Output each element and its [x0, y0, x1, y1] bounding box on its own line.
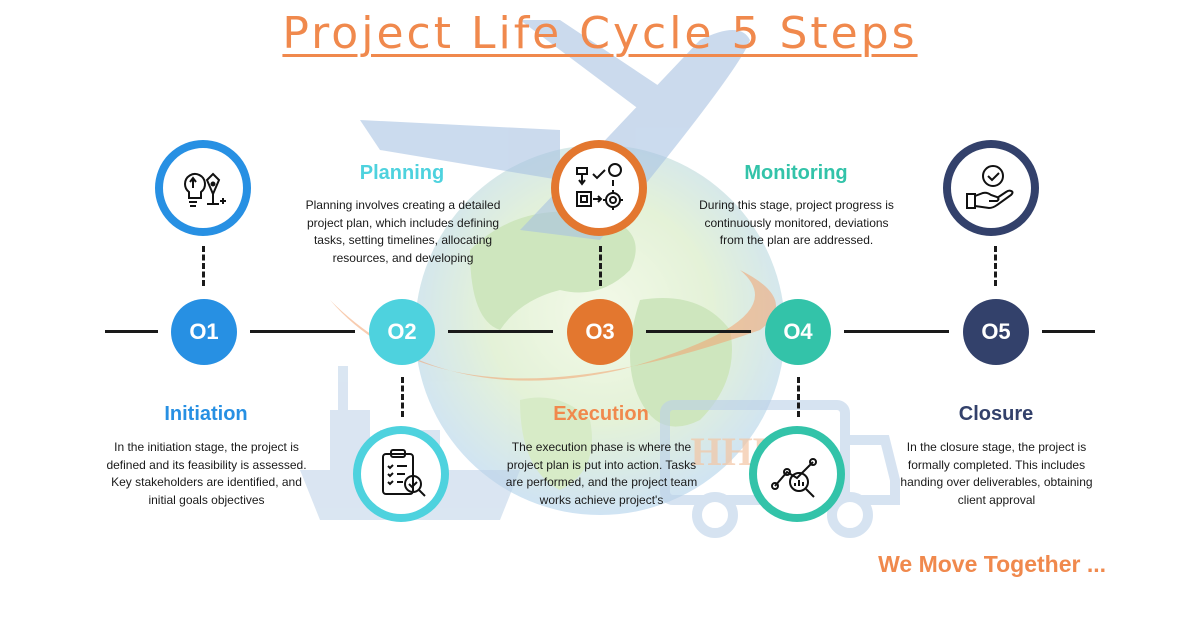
hand-check-icon	[966, 165, 1014, 210]
connector-2	[401, 377, 404, 417]
step-icon-ring-4	[749, 426, 845, 522]
step-number-4: O4	[765, 299, 831, 365]
step-description-planning: Planning involves creating a detailed pr…	[305, 198, 501, 265]
step-number-2: O2	[369, 299, 435, 365]
step-description-closure: In the closure stage, the project is for…	[900, 440, 1093, 507]
truck-watermark	[660, 400, 900, 538]
workflow-gear-icon	[576, 163, 623, 210]
page-title: Project Life Cycle 5 Steps	[282, 8, 918, 59]
lightbulb-pen-icon	[183, 172, 226, 207]
timeline-line-4-5	[844, 330, 949, 333]
step-title-initiation: Initiation	[164, 403, 248, 425]
analytics-magnifier-icon	[771, 458, 817, 498]
step-number-1: O1	[171, 299, 237, 365]
connector-4	[797, 377, 800, 417]
timeline-line-2-3	[448, 330, 553, 333]
timeline-line-right	[1042, 330, 1095, 333]
step-description-initiation: In the initiation stage, the project is …	[106, 440, 307, 507]
timeline-line-1-2	[250, 330, 355, 333]
step-title-execution: Execution	[553, 403, 649, 425]
timeline-line-left	[105, 330, 158, 333]
tagline: We Move Together ...	[878, 551, 1106, 577]
step-icon-ring-5	[943, 140, 1039, 236]
connector-3	[599, 246, 602, 286]
clipboard-check-icon	[382, 449, 426, 497]
step-number-3: O3	[567, 299, 633, 365]
step-title-closure: Closure	[958, 403, 1034, 425]
step-description-execution: The execution phase is where the project…	[505, 440, 698, 507]
step-icon-ring-1	[155, 140, 251, 236]
step-icon-ring-3	[551, 140, 647, 236]
timeline-line-3-4	[646, 330, 751, 333]
step-description-monitoring: During this stage, project progress is c…	[699, 198, 894, 247]
step-title-monitoring: Monitoring	[744, 162, 848, 184]
step-number-5: O5	[963, 299, 1029, 365]
connector-1	[202, 246, 205, 286]
step-icon-ring-2	[353, 426, 449, 522]
connector-5	[994, 246, 997, 286]
step-title-planning: Planning	[359, 162, 445, 184]
